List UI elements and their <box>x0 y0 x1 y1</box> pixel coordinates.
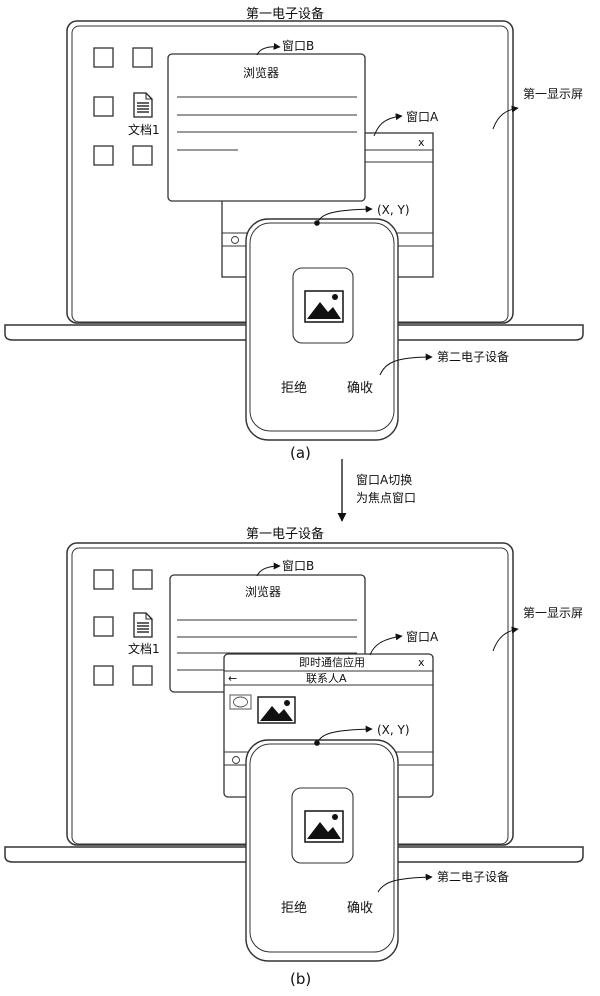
document-label: 文档1 <box>128 641 160 656</box>
panel-a: 第一电子设备 文档1 <box>4 6 584 462</box>
desktop-icon[interactable] <box>93 616 114 637</box>
window-a-label: 窗口A <box>406 630 439 644</box>
window-a-close-icon[interactable]: x <box>418 656 425 669</box>
device2-leader <box>379 353 433 376</box>
window-b-frame <box>167 53 366 202</box>
contact-name: 联系人A <box>306 672 347 685</box>
desktop-icon[interactable] <box>93 569 114 590</box>
phone[interactable] <box>245 739 399 962</box>
device1-label: 第一电子设备 <box>246 526 324 542</box>
window-b-leader <box>256 562 281 577</box>
browser-content-lines <box>177 96 357 151</box>
image-message-icon[interactable] <box>257 696 296 724</box>
window-b-label: 窗口B <box>282 39 314 53</box>
transition-line2: 为焦点窗口 <box>356 491 416 505</box>
display1-label: 第一显示屏 <box>523 606 583 620</box>
transition: 窗口A切换 为焦点窗口 <box>337 459 416 522</box>
browser-title: 浏览器 <box>243 65 279 80</box>
desktop-icon[interactable] <box>93 96 114 117</box>
window-b-label: 窗口B <box>282 559 314 573</box>
window-a-leader <box>369 633 403 656</box>
phone[interactable] <box>245 218 399 441</box>
image-icon <box>304 290 344 323</box>
desktop-icon[interactable] <box>132 145 153 166</box>
confirm-button[interactable]: 确收 <box>347 381 373 396</box>
window-a-label: 窗口A <box>406 110 439 124</box>
desktop-icon[interactable] <box>132 665 153 686</box>
coord-leader <box>316 725 373 744</box>
desktop-icon[interactable] <box>93 665 114 686</box>
device2-label: 第二电子设备 <box>437 350 509 364</box>
window-b[interactable] <box>167 53 366 202</box>
desktop-icon[interactable] <box>132 47 153 68</box>
reject-button[interactable]: 拒绝 <box>281 380 307 396</box>
emoji-icon[interactable] <box>232 756 240 764</box>
display1-label: 第一显示屏 <box>523 87 583 101</box>
desktop-icons <box>93 47 153 166</box>
coord-label: (X, Y) <box>377 203 410 217</box>
back-arrow-icon[interactable]: ← <box>228 672 237 685</box>
desktop-icons <box>93 569 153 686</box>
window-a-leader <box>373 113 403 137</box>
coord-leader <box>316 205 373 224</box>
image-icon <box>304 810 344 843</box>
display1-leader <box>492 105 519 130</box>
document-label: 文档1 <box>128 122 160 137</box>
panel-b: 第一电子设备 文档1 <box>4 526 584 988</box>
document-icon[interactable] <box>133 612 153 638</box>
document-icon[interactable] <box>133 92 153 118</box>
caption-b: (b) <box>290 970 311 988</box>
transition-line1: 窗口A切换 <box>356 473 412 487</box>
avatar-icon <box>229 694 252 710</box>
desktop-icon[interactable] <box>132 569 153 590</box>
emoji-icon[interactable] <box>231 236 239 244</box>
window-b-leader <box>256 42 281 56</box>
desktop-icon[interactable] <box>93 47 114 68</box>
confirm-button[interactable]: 确收 <box>347 901 373 916</box>
desktop-icon[interactable] <box>93 145 114 166</box>
caption-a: (a) <box>290 444 311 462</box>
coord-label: (X, Y) <box>377 723 410 737</box>
device1-label: 第一电子设备 <box>246 6 324 22</box>
display1-leader <box>492 626 519 652</box>
window-a-close-icon[interactable]: x <box>418 136 425 149</box>
device2-leader <box>377 873 433 893</box>
reject-button[interactable]: 拒绝 <box>281 900 307 916</box>
browser-title: 浏览器 <box>245 584 281 599</box>
device2-label: 第二电子设备 <box>437 870 509 884</box>
im-app-title: 即时通信应用 <box>299 655 365 669</box>
